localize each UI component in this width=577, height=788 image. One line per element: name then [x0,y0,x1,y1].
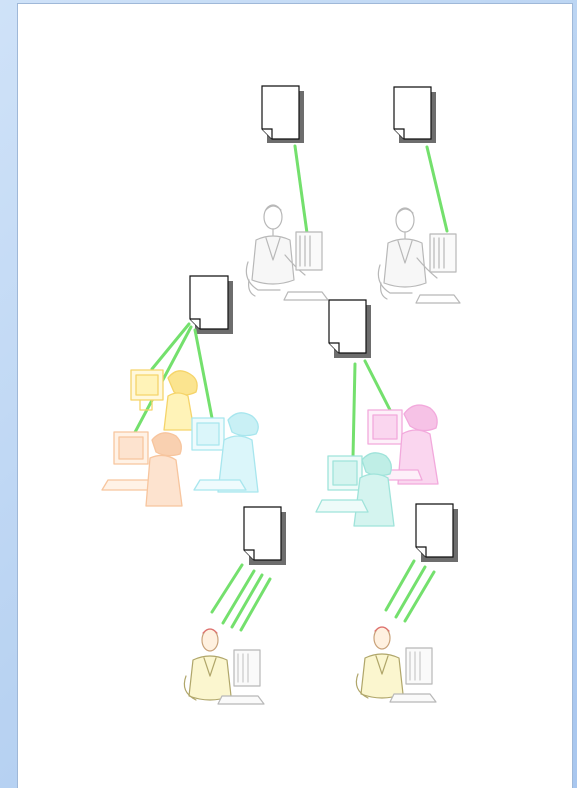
document-icon-bottom-left [244,507,286,565]
document-icon-mid-left [190,276,233,334]
document-icon-mid-right [329,300,371,358]
person-at-computer-icon-top-right [378,208,460,303]
connector-top-left [295,146,307,233]
connector-top-right [427,147,447,231]
person-at-computer-icon-bottom-right [356,627,436,702]
document-icon-bottom-right [416,504,458,562]
person-at-computer-icon-top-left [246,205,328,300]
connector-bottom-right [386,561,434,621]
group-at-computers-icon-mid-left [102,370,258,506]
connector-bottom-left [212,565,270,630]
document-icon-top-left [262,86,304,143]
document-icon-top-right [394,87,436,143]
person-at-computer-icon-bottom-left [184,629,264,704]
